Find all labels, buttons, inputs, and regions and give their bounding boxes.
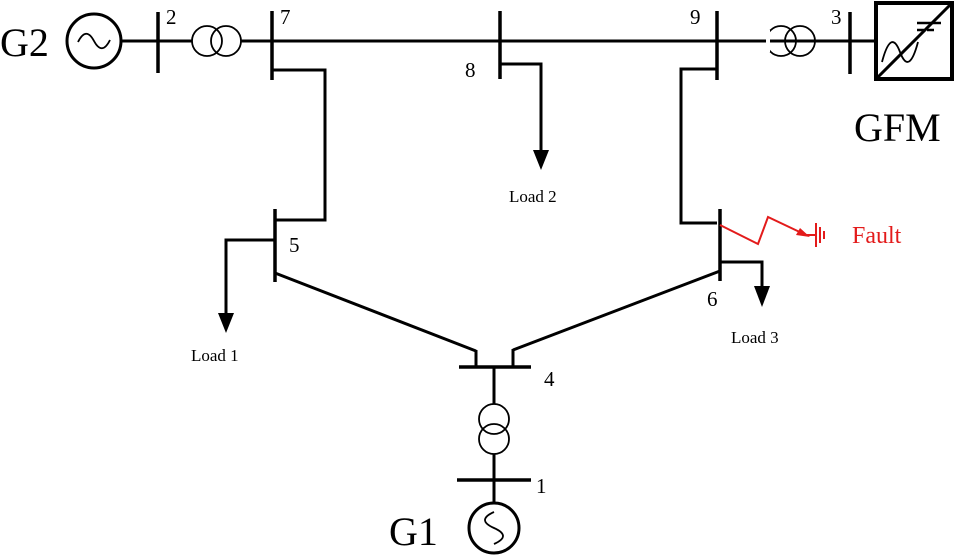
lightning-icon bbox=[719, 215, 807, 246]
transformer-t1 bbox=[478, 403, 510, 455]
two-winding-transformer-icon bbox=[191, 25, 223, 57]
generator-g2 bbox=[65, 12, 123, 70]
line-5-4-diag bbox=[274, 271, 477, 353]
bus-label-4: 4 bbox=[544, 367, 555, 391]
generator-g2-label: G2 bbox=[0, 20, 49, 65]
bus-label-2: 2 bbox=[166, 5, 177, 29]
load-1-feeder bbox=[224, 238, 275, 316]
gfm-converter bbox=[874, 1, 954, 81]
bus-label-9: 9 bbox=[690, 5, 701, 29]
bus-label-7: 7 bbox=[280, 5, 291, 29]
sine-wave-icon bbox=[77, 32, 111, 50]
fault-indicator bbox=[719, 215, 825, 247]
load-3-label: Load 3 bbox=[731, 328, 779, 347]
generator-g1-label: G1 bbox=[389, 509, 438, 554]
two-winding-transformer-icon bbox=[478, 403, 510, 435]
generator-g1 bbox=[467, 501, 521, 555]
line-9-6 bbox=[679, 67, 717, 225]
bus-label-6: 6 bbox=[707, 287, 718, 311]
load-3-feeder bbox=[720, 260, 764, 289]
fault-label: Fault bbox=[852, 223, 902, 249]
load-1-label: Load 1 bbox=[191, 346, 239, 365]
sine-wave-icon bbox=[881, 41, 919, 63]
bus-label-1: 1 bbox=[536, 474, 547, 498]
bus-label-8: 8 bbox=[465, 58, 476, 82]
gfm-label: GFM bbox=[854, 105, 941, 150]
load-2-feeder bbox=[500, 62, 543, 152]
bus-label-5: 5 bbox=[289, 233, 300, 257]
transformer-t2 bbox=[191, 25, 242, 57]
bus-label-3: 3 bbox=[831, 5, 842, 29]
load-arrow-icon bbox=[218, 313, 234, 333]
line-7-5 bbox=[272, 68, 327, 222]
sine-wave-icon bbox=[484, 511, 504, 545]
load-arrow-icon bbox=[754, 286, 770, 307]
load-2-label: Load 2 bbox=[509, 187, 557, 206]
line-6-4-diag bbox=[512, 269, 721, 352]
load-arrow-icon bbox=[533, 150, 549, 170]
